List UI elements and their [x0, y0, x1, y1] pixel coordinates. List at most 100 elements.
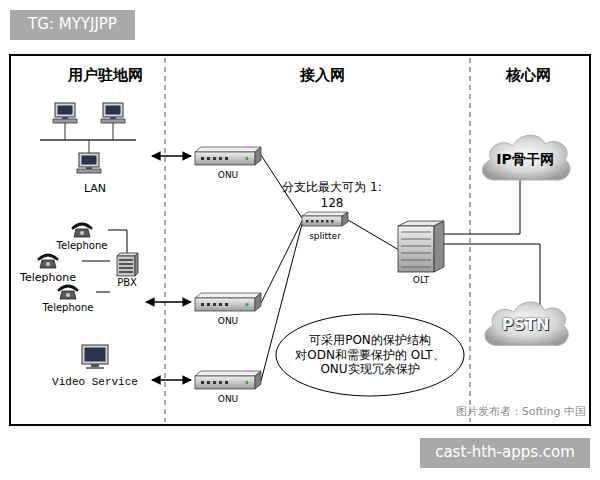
lan-group: LAN [40, 95, 150, 195]
device-port [213, 303, 216, 306]
zone-divider [470, 58, 471, 422]
device-port [207, 381, 210, 384]
splitter-port [306, 220, 309, 223]
telephone-dial [46, 262, 50, 266]
splitter-port [326, 220, 329, 223]
pbx-side [135, 253, 138, 276]
ip-cloud: IP骨干网 [475, 128, 575, 190]
computer-monitor [79, 153, 99, 167]
fiber-link [444, 180, 520, 234]
fiber-link [96, 292, 110, 293]
node-label: ONU [218, 316, 238, 327]
access-arrow [152, 379, 191, 381]
splitter-top [302, 212, 348, 216]
tv-stand [91, 364, 99, 367]
tv-monitor [82, 345, 108, 364]
telephone-handset [39, 255, 57, 259]
onu-device: ONU [195, 147, 261, 181]
splitter-port [311, 220, 314, 223]
zone-heading: 核心网 [478, 66, 578, 86]
node-label: PBX [117, 277, 137, 289]
node-label: Video Service [52, 376, 138, 389]
device-port [207, 303, 210, 306]
onu-device: ONU [195, 293, 261, 327]
device-port [225, 381, 228, 384]
node-label: ONU [218, 394, 238, 405]
pstn-cloud: PSTN [478, 295, 573, 355]
outer-frame [10, 55, 590, 425]
device-port [225, 303, 228, 306]
node-label: IP骨干网 [496, 151, 553, 168]
device-led [246, 381, 249, 384]
computer-monitor [103, 103, 123, 117]
pbx-front [117, 256, 135, 276]
node-label: Telephone [20, 271, 76, 284]
watermark: TG: MYYJJPP [10, 10, 135, 40]
telephone-handset [59, 286, 77, 290]
telephone-base [60, 291, 76, 299]
tv-base [86, 367, 104, 369]
splitter-port [331, 220, 334, 223]
device-port [201, 303, 204, 306]
telephone-base [40, 260, 56, 268]
node-label: OLT [413, 275, 429, 286]
device-port [219, 381, 222, 384]
fiber-link [444, 244, 540, 305]
splitter-front [302, 216, 342, 226]
watermark: cast-hth-apps.com [420, 438, 590, 468]
tv-screen [85, 348, 106, 362]
device-top [195, 371, 261, 376]
device-port [225, 157, 228, 160]
lan-bus [40, 139, 136, 141]
access-arrow [146, 301, 191, 303]
olt-slot [401, 232, 431, 233]
device-port [219, 157, 222, 160]
node-label: PSTN [502, 315, 550, 334]
fiber-link [108, 230, 127, 253]
olt-front [398, 226, 434, 272]
device-side [255, 371, 261, 389]
device-top [195, 293, 261, 298]
network-cloud [485, 302, 568, 345]
device-front [195, 376, 255, 389]
node-outline [40, 95, 150, 195]
olt-slot [401, 253, 431, 254]
computer-screen [82, 156, 97, 165]
watermark: 图片发布者：Softing 中国 [400, 405, 586, 419]
olt-slot [401, 239, 431, 240]
olt-device: OLT [398, 220, 444, 286]
telephone-base [74, 229, 90, 237]
olt-side [434, 221, 444, 272]
device-side [255, 147, 261, 165]
telephone: Telephone [56, 222, 108, 252]
access-arrow [152, 155, 191, 157]
device-port [201, 381, 204, 384]
device-led [246, 157, 249, 160]
onu-device: ONU [195, 371, 261, 405]
fiber-link [348, 220, 399, 250]
network-cloud [482, 135, 570, 180]
device-front [195, 152, 255, 165]
callout-ellipse [276, 314, 464, 396]
node-label: LAN [84, 182, 106, 195]
splitter-port [321, 220, 324, 223]
computer-keyboard [77, 169, 101, 173]
fiber-link [82, 261, 110, 262]
computer-monitor [55, 103, 75, 117]
lan-drop [89, 140, 90, 153]
zone-heading: 接入网 [270, 66, 375, 86]
callout-ellipse-box: 可采用PON的保护结构 对ODN和需要保护的 OLT、ONU实现冗余保护 [275, 313, 465, 397]
olt-slot [401, 260, 431, 261]
pbx-slot [119, 263, 133, 265]
pbx-top [117, 253, 138, 256]
pbx-slot [119, 259, 133, 261]
optical-splitter: splitter [302, 212, 348, 242]
computer-keyboard [101, 119, 125, 123]
telephone: Telephone [14, 253, 82, 284]
splitter-side [342, 212, 348, 226]
pbx-switch: PBX [110, 253, 144, 305]
computer-keyboard [53, 119, 77, 123]
device-port [201, 157, 204, 160]
